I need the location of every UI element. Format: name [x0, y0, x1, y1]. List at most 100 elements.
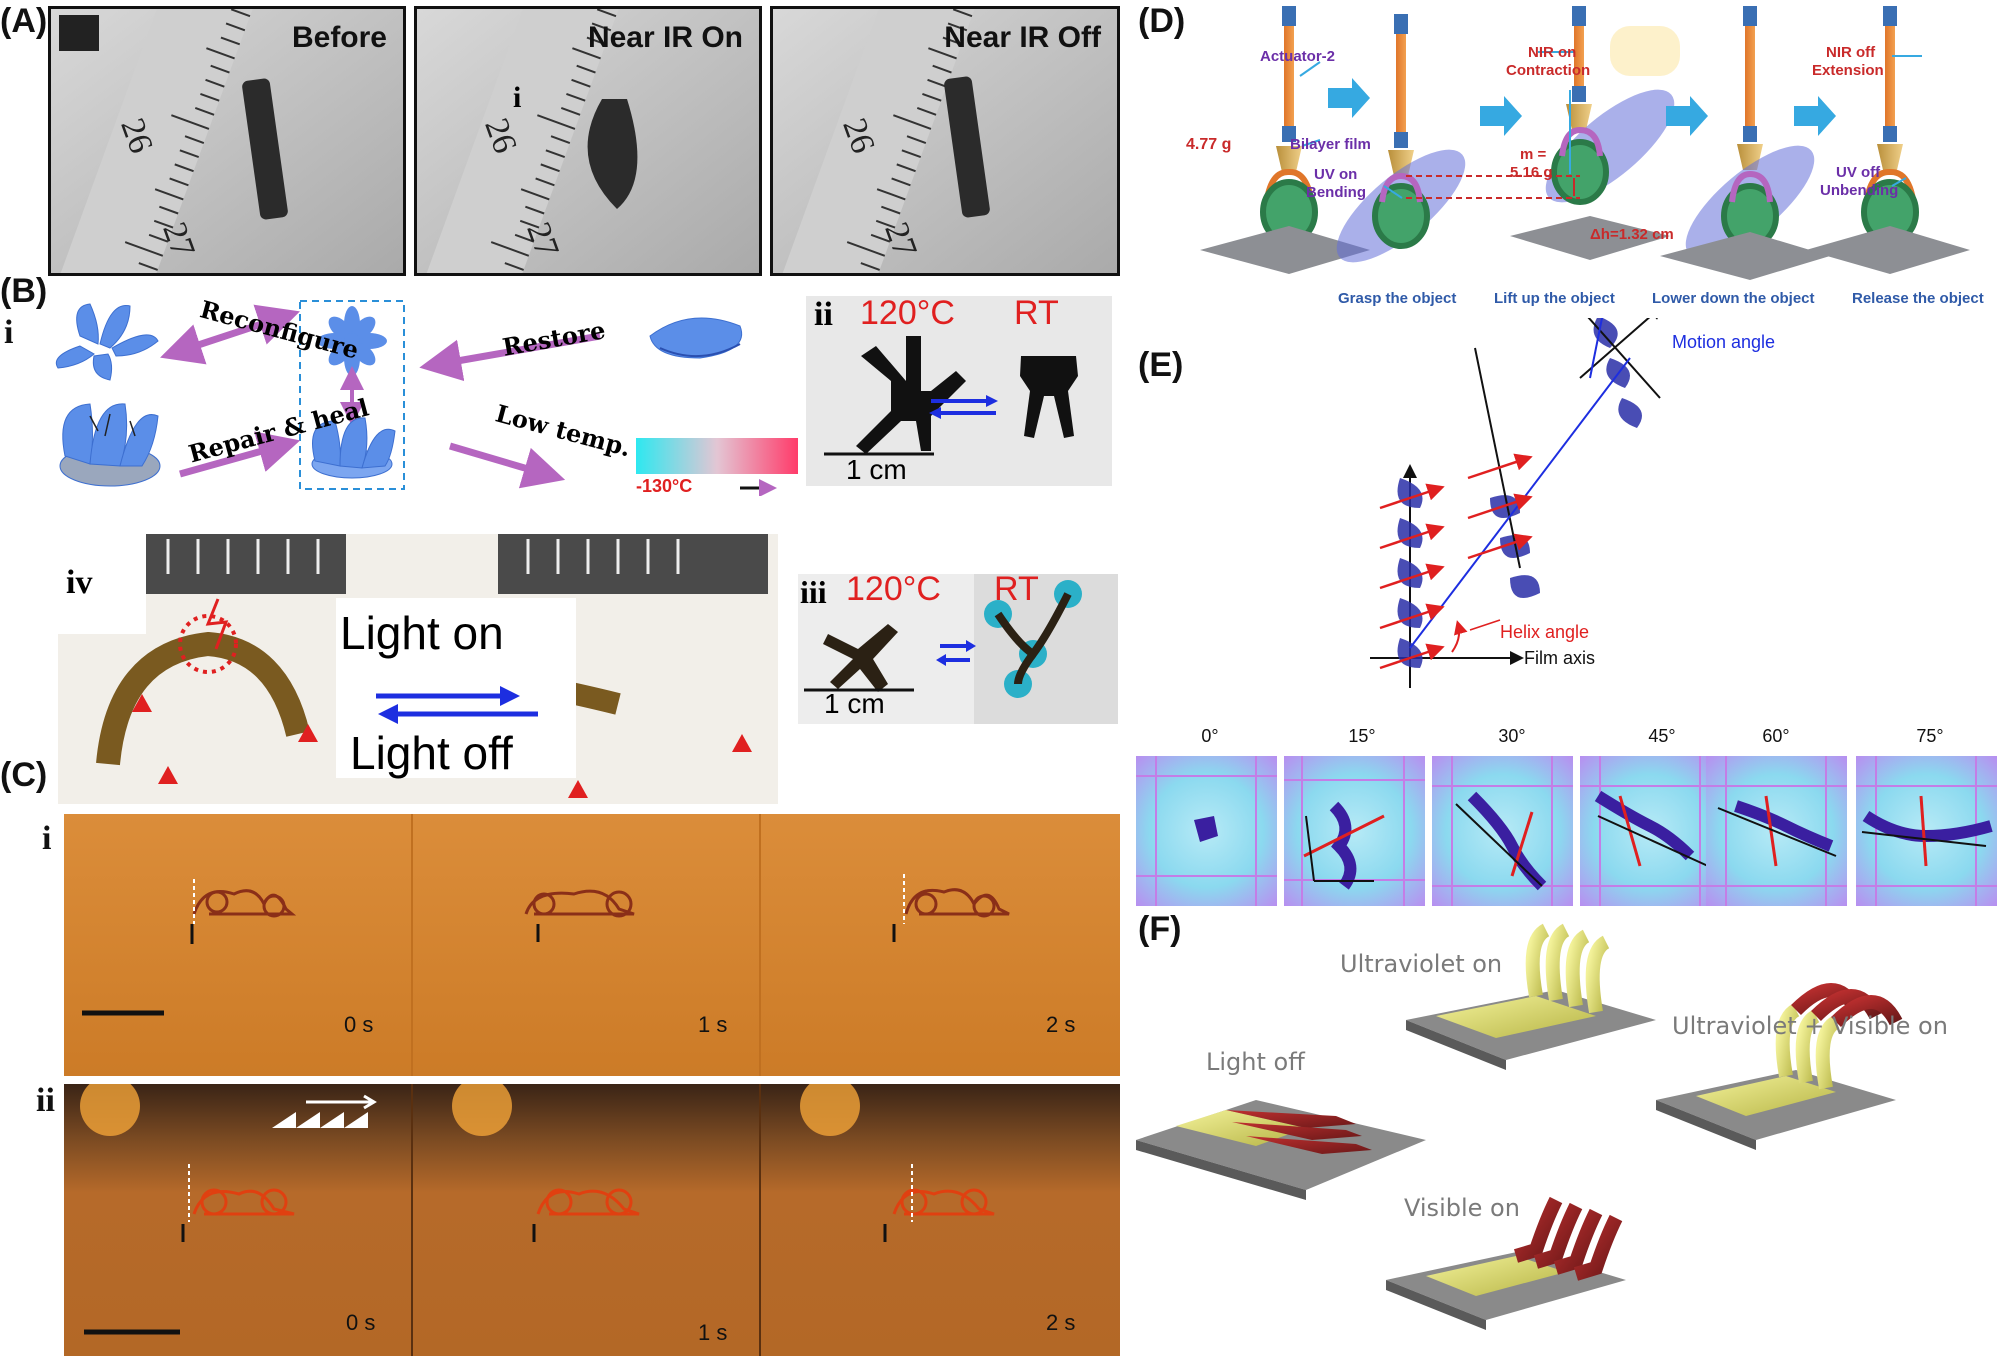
flower-closed: [311, 417, 396, 479]
crawler-0s: [192, 889, 297, 918]
photo-b-iv: iv Light on Light off: [58, 534, 778, 804]
label-nir-on: NIR on: [1528, 44, 1577, 61]
panel-letter-d: (D): [1138, 2, 1186, 40]
flower-damaged: [59, 403, 161, 487]
panel-letter-b: (B): [0, 272, 48, 310]
time-label: 1 s: [698, 1320, 728, 1345]
actuator-array-diagram: [1136, 900, 1903, 1330]
angle-label: 0°: [1201, 726, 1219, 746]
label-mass-2-value: 5.16 g: [1510, 164, 1553, 181]
crawler-0s: [192, 1188, 295, 1216]
label-120c: 120°C: [860, 294, 955, 332]
array-uv-on: [1406, 900, 1656, 1070]
label-bending: Bending: [1306, 184, 1366, 201]
caption-lower: Lower down the object: [1652, 290, 1815, 307]
tile-75deg: [1856, 756, 1997, 906]
tile-0deg: [1136, 756, 1277, 906]
sub-label-ii: ii: [36, 1082, 55, 1119]
temperature-colorbar: [636, 438, 798, 474]
caption-lift: Lift up the object: [1494, 290, 1615, 307]
angle-label: 15°: [1348, 726, 1376, 746]
label-ultraviolet-on: Ultraviolet on: [1340, 950, 1503, 978]
ruler-photo-a1: [51, 9, 403, 273]
panel-letter-c: (C): [0, 756, 48, 794]
panel-letter-f: (F): [1138, 910, 1182, 948]
array-visible-on: [1386, 1196, 1626, 1330]
robot-arched: [96, 631, 310, 766]
photo-b-iii: iii 120°C RT 1 cm: [798, 574, 1118, 724]
label-rt: RT: [994, 574, 1039, 608]
stage-lower: [1660, 6, 1830, 280]
film-bent: [587, 99, 638, 209]
photo-before: 26 27 Before: [48, 6, 406, 276]
caption-release: Release the object: [1852, 290, 1984, 307]
gripper-curled: [1020, 356, 1078, 438]
label-film-axis: Film axis: [1524, 648, 1595, 668]
sub-label-i: i: [513, 81, 522, 114]
label-extension: Extension: [1812, 62, 1884, 79]
label-helix-angle: Helix angle: [1500, 622, 1590, 642]
angle-label: 45°: [1648, 726, 1676, 746]
crawler-1s: [524, 889, 635, 918]
sub-label-i: i: [42, 820, 52, 857]
tile-30deg: [1432, 756, 1573, 906]
label-uv-off: UV off: [1836, 164, 1881, 181]
sawtooth-substrate: [272, 1112, 368, 1128]
shape-morphing-diagram: [55, 300, 798, 496]
angle-label: 30°: [1498, 726, 1526, 746]
panel-letter-e: (E): [1138, 346, 1184, 384]
flower-restored-shape: [649, 317, 742, 359]
label-rt: RT: [1014, 294, 1059, 332]
photo-near-ir-on: 26 27 Near IR On i: [414, 6, 762, 276]
gripper-sequence-diagram: [1200, 6, 1970, 280]
caption-grasp: Grasp the object: [1338, 290, 1457, 307]
label-near-ir-off: Near IR Off: [944, 21, 1101, 54]
label-mass-2: m =: [1520, 146, 1547, 163]
time-label: 0 s: [346, 1310, 376, 1335]
flower-reconfigured: [55, 303, 159, 381]
sub-label-i: i: [4, 314, 14, 351]
label-actuator: Actuator-2: [1260, 48, 1336, 65]
label-before: Before: [291, 21, 387, 54]
colorbar-label: -130°C: [636, 476, 693, 496]
crawler-1s: [536, 1188, 640, 1216]
crawler-2s: [904, 888, 1010, 918]
sub-label-iii: iii: [800, 574, 827, 610]
gripper-flat: [856, 336, 966, 454]
label-contraction: Contraction: [1506, 62, 1591, 79]
label-motion-angle: Motion angle: [1672, 332, 1776, 352]
film-strip: [242, 78, 288, 220]
stage-grasp-initial: [1200, 6, 1370, 274]
angle-label: 75°: [1916, 726, 1944, 746]
photo-b-ii: ii 120°C RT 1 cm: [806, 294, 1112, 486]
photo-near-ir-off: 26 27 Near IR Off: [770, 6, 1120, 276]
label-uv-visible-on: Ultraviolet + Visible on: [1672, 1012, 1948, 1040]
time-label: 2 s: [1046, 1310, 1076, 1335]
label-uv-on: UV on: [1314, 166, 1358, 183]
label-delta-h: Δh=1.32 cm: [1590, 226, 1674, 243]
time-label: 2 s: [1046, 1012, 1076, 1037]
label-bilayer: Bilayer film: [1290, 136, 1371, 153]
array-light-off: [1136, 1100, 1426, 1200]
label-visible-on: Visible on: [1404, 1194, 1520, 1222]
sub-label-ii: ii: [814, 296, 833, 333]
stage-lift: [1510, 6, 1680, 260]
label-mass-1: 4.77 g: [1186, 136, 1232, 153]
time-label: 1 s: [698, 1012, 728, 1037]
label-near-ir-on: Near IR On: [587, 21, 743, 54]
time-label: 0 s: [344, 1012, 374, 1037]
label-light-off: Light off: [350, 727, 513, 779]
array-uv-visible-on: [1656, 983, 1903, 1150]
label-light-off: Light off: [1206, 1048, 1305, 1076]
tile-15deg: [1284, 756, 1425, 906]
sub-label-iv: iv: [66, 564, 93, 601]
panel-letter-a: (A): [0, 2, 48, 40]
video-row-ii: 0 s 1 s 2 s: [64, 1084, 1120, 1356]
gripper-open: [823, 624, 898, 692]
stage-release: [1806, 6, 1970, 274]
stage-grasp: [1336, 14, 1466, 263]
crawler-2s: [892, 1188, 995, 1216]
label-nir-off: NIR off: [1826, 44, 1876, 61]
angle-label: 60°: [1762, 726, 1790, 746]
tile-45deg: [1580, 756, 1721, 906]
